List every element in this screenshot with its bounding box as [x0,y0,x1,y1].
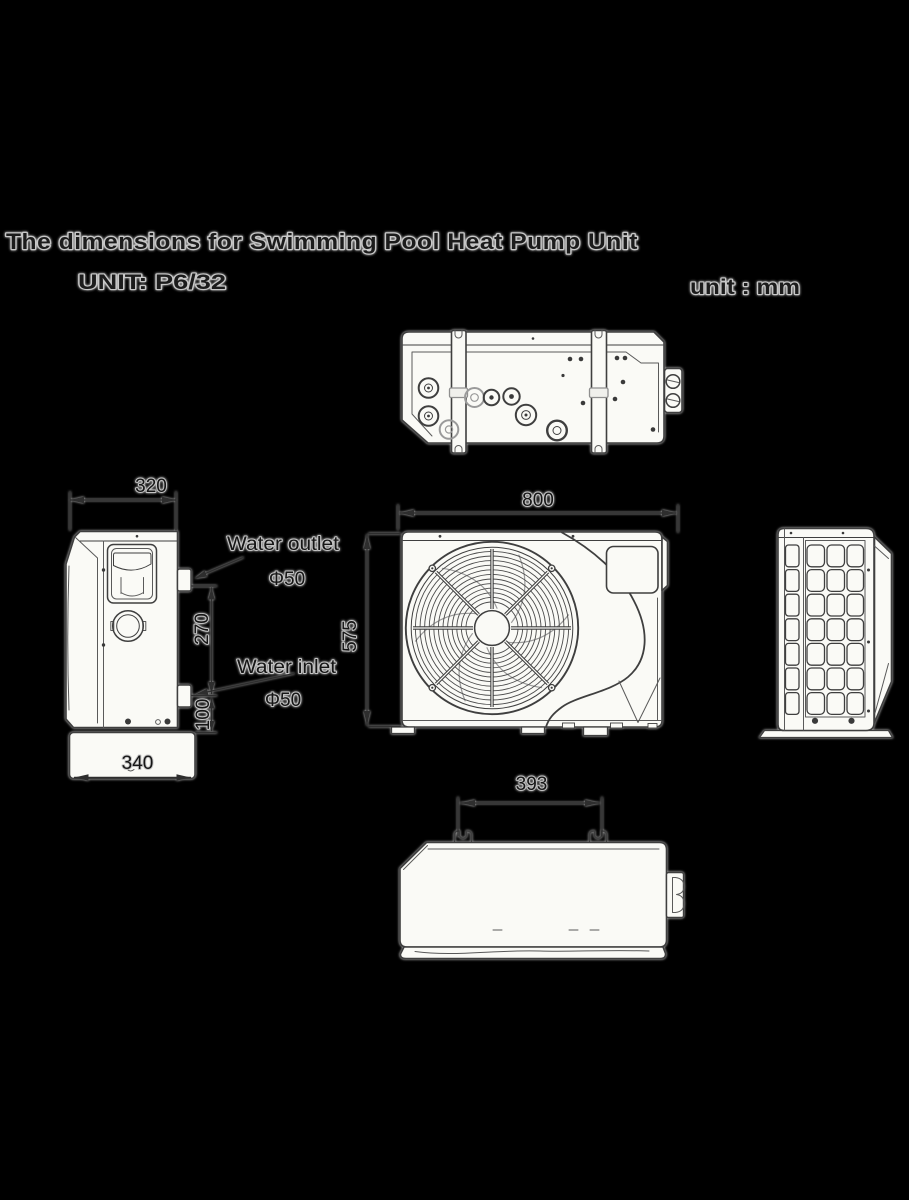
dim-393-label: 393 [516,774,548,795]
fan-grille [404,540,580,716]
grille-cell [806,691,826,716]
front-feet [390,722,658,737]
dim-340-label: 340 [122,753,154,774]
page-title: The dimensions for Swimming Pool Heat Pu… [6,229,638,254]
model-label: UNIT: P6/32 [78,271,226,294]
right-view-drawing [758,527,894,739]
bottom-dimensions: 393 [457,773,603,837]
grille-cell [784,667,800,691]
water-outlet-stub [176,568,192,592]
grille-cell [826,593,846,617]
grille-cell [826,691,846,716]
grille-cell [826,667,846,691]
water-inlet-diameter-label: Φ50 [265,690,301,711]
grille-cell [846,593,865,617]
grille-cell [846,544,865,568]
bottom-connector [665,871,685,919]
top-view-ports [417,337,656,442]
grille-cell [846,642,865,666]
dim-270-label: 270 [192,613,213,645]
grille-cell [784,642,800,666]
units-label: unit : mm [690,276,800,299]
grille-cell [846,618,865,642]
grille-cell [784,544,800,568]
grille-cell [806,642,826,666]
fan-hub [473,609,511,647]
control-panel [605,545,659,594]
side-view-drawing [65,530,196,780]
mounting-strap-right [588,329,609,454]
dim-100-label: 100 [193,699,214,731]
grille-cell [826,568,846,593]
grille-cell [784,618,800,642]
side-port [110,609,147,643]
front-view-drawing [390,531,669,737]
grille-cell [846,691,865,716]
grille-cell [784,593,800,617]
water-outlet-label: Water outlet [227,534,340,555]
front-dimensions: 800 575 [339,489,679,728]
grille-cell [806,593,826,617]
grille-grid [784,544,865,716]
grille-cell [826,544,846,568]
grille-cell [806,544,826,568]
dim-320-label: 320 [135,476,167,497]
fan-spokes [413,549,571,707]
dim-800-label: 800 [522,490,554,511]
grille-cell [806,618,826,642]
pipe-fitting-bracket [663,367,683,414]
mounting-strap-left [448,329,469,454]
top-view-drawing [401,329,683,454]
grille-cell [806,667,826,691]
grille-cell [826,618,846,642]
dim-575-label: 575 [340,620,361,652]
grille-cell [846,667,865,691]
water-outlet-diameter-label: Φ50 [269,569,305,590]
fan-screw-tabs [428,564,556,692]
controller-display [106,543,158,604]
grille-cell [784,568,800,593]
water-inlet-stub [176,684,192,708]
side-base [68,731,196,780]
grille-cell [826,642,846,666]
grille-cell [806,568,826,593]
grille-cell [784,691,800,716]
water-inlet-label: Water inlet [237,657,337,678]
bottom-view-drawing [399,830,685,960]
side-dimensions: 320 340 270 100 Water outlet Φ50 Water i… [69,475,341,781]
grille-cell [846,568,865,593]
